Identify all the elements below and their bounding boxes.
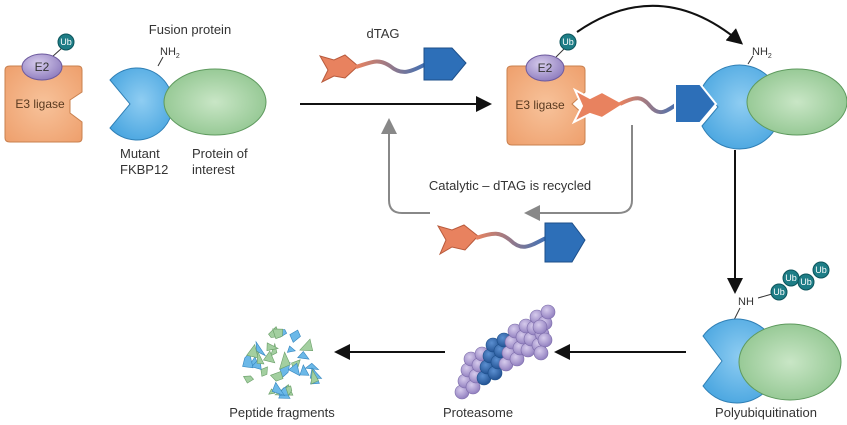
ub-label: Ub (773, 287, 785, 297)
e2-label: E2 (35, 60, 50, 74)
ub-label: Ub (562, 37, 574, 47)
peptide-fragment (256, 351, 265, 365)
peptide-fragment (272, 328, 284, 340)
peptide-fragment (269, 371, 284, 382)
peptide-fragment (263, 350, 276, 364)
fusion-protein: Fusion protein NH2 Mutant FKBP12 Protein… (109, 22, 267, 177)
recycle-loop: Catalytic – dTAG is recycled (381, 118, 633, 263)
proteasome (454, 304, 556, 400)
e2-enzyme (21, 53, 63, 81)
peptide-fragment (286, 345, 296, 353)
fusion-protein-label: Fusion protein (149, 22, 231, 37)
proteasome-subunit (532, 319, 548, 335)
dtag-label: dTAG (367, 26, 400, 41)
peptide-fragment (299, 364, 310, 376)
e2-label: E2 (538, 61, 553, 75)
nh2-label: NH2 (160, 46, 180, 60)
e3-ligase-left: Ub E2 E3 ligase (4, 33, 83, 143)
peptide-fragment (246, 343, 259, 359)
ternary-complex: Ub E2 E3 ligase NH2 (506, 33, 847, 150)
polyubiquitination-label: Polyubiquitination (715, 405, 817, 420)
peptide-fragment (279, 351, 291, 370)
peptide-fragments (242, 326, 323, 399)
ubiquitin-icon (57, 33, 75, 51)
ub-label: Ub (60, 37, 72, 47)
protein-of-interest-label-2: interest (192, 162, 235, 177)
mutant-fkbp12-label-2: FKBP12 (120, 162, 168, 177)
ubiquitin-icon (812, 261, 830, 279)
proteasome-subunit (540, 304, 556, 320)
ubiquitin-icon (770, 283, 788, 301)
mutant-fkbp12-label: Mutant (120, 146, 160, 161)
ubiquitin-icon (797, 273, 815, 291)
proteasome-subunit (533, 345, 549, 361)
peptide-fragment (285, 385, 293, 396)
ub-label: Ub (800, 277, 812, 287)
e3-ligase-label: E3 ligase (515, 98, 565, 112)
nh-label: NH (738, 296, 754, 308)
dtag-molecule-top: dTAG (318, 26, 467, 84)
proteasome-subunit (537, 332, 553, 348)
peptide-fragment (299, 338, 314, 352)
peptide-fragment (242, 352, 254, 369)
ub-label: Ub (785, 273, 797, 283)
proteasome-label: Proteasome (443, 405, 513, 420)
peptide-fragments-label: Peptide fragments (229, 405, 335, 420)
arrow-ub-transfer (576, 4, 744, 45)
peptide-fragment (289, 329, 301, 343)
catalytic-label: Catalytic – dTAG is recycled (429, 178, 591, 193)
e2-enzyme-right (525, 54, 565, 82)
peptide-fragment (297, 351, 310, 360)
peptide-fragment (310, 368, 319, 385)
nh2-label: NH2 (752, 46, 772, 60)
peptide-fragment (243, 375, 255, 384)
ub-label: Ub (815, 265, 827, 275)
peptide-fragment (288, 362, 301, 377)
ubiquitin-icon (559, 33, 577, 51)
protein-of-interest-shape (163, 68, 267, 136)
peptide-fragment (260, 366, 268, 377)
e3-ligase-label: E3 ligase (15, 97, 65, 111)
mutant-fkbp12-shape (109, 67, 174, 141)
protein-of-interest-label: Protein of (192, 146, 248, 161)
peptide-fragment (266, 342, 279, 351)
peptide-fragment (271, 381, 286, 397)
